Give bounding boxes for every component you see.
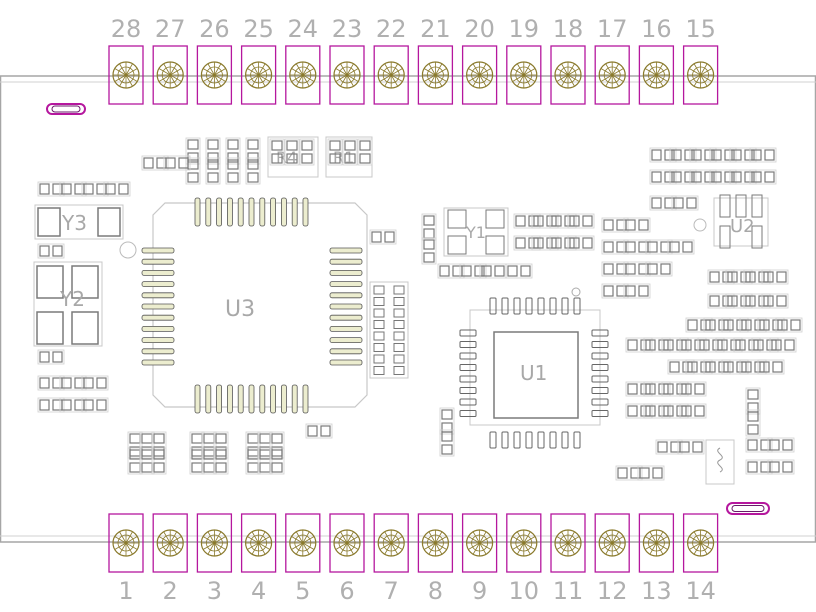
bottom-header-pad-4: 4 [240,513,277,605]
bottom-header-pin-number: 8 [428,577,443,605]
top-header-pad-23: 23 [329,15,365,105]
top-header-pad-21: 21 [417,15,454,105]
bottom-header-pin-number: 13 [641,577,672,605]
top-header-pin-number: 16 [641,15,672,43]
bottom-header-pin-number: 7 [384,577,399,605]
bottom-header-pin-number: 2 [163,577,178,605]
top-header-pad-20: 20 [461,15,498,105]
bottom-header-pin-number: 9 [472,577,487,605]
r1-resistor-array: R1 [325,136,373,178]
top-header-pin-number: 23 [332,15,363,43]
bottom-header-pad-2: 2 [152,513,188,605]
top-header-pad-28: 28 [108,15,144,105]
top-header-pin-number: 21 [420,15,451,43]
top-header-pin-number: 26 [199,15,230,43]
top-header-pin-number: 27 [155,15,186,43]
u3-label: U3 [225,297,255,322]
pin1-marker [119,241,137,259]
top-header-pin-number: 18 [553,15,584,43]
top-header-pad-24: 24 [285,15,321,105]
top-header-pad-19: 19 [506,15,542,105]
bottom-header-pad-7: 7 [373,513,409,605]
bottom-header-pin-number: 3 [207,577,222,605]
bottom-header-pad-9: 9 [461,513,498,605]
bottom-header-pin-number: 12 [597,577,628,605]
top-header-pad-27: 27 [152,15,188,105]
bottom-header-pin-number: 4 [251,577,266,605]
y3-label: Y3 [61,211,87,235]
bottom-header-pad-5: 5 [285,513,321,605]
top-header-pin-number: 20 [464,15,495,43]
bottom-header-pad-8: 8 [417,513,454,605]
top-header-pad-18: 18 [550,15,586,105]
top-header-pin-number: 19 [509,15,540,43]
top-header-row: 28 27 26 25 24 23 22 21 20 19 18 17 16 15 [108,15,719,105]
bottom-header-pad-13: 13 [638,513,675,605]
bottom-header-pad-12: 12 [594,513,630,605]
u1-label: U1 [520,361,547,385]
bottom-header-pad-3: 3 [196,513,233,605]
u1-qfn-package: U1 [459,287,609,449]
top-header-pin-number: 28 [111,15,142,43]
u2-package: U2 [693,194,769,249]
bottom-header-pad-14: 14 [682,513,719,605]
top-header-pad-17: 17 [594,15,630,105]
y2-crystal: Y2 [33,261,103,347]
bottom-header-pad-11: 11 [550,513,586,605]
bottom-header-pad-6: 6 [329,513,365,605]
y1-label: Y1 [465,223,486,242]
u3-qfp-package: U3 [119,197,368,414]
top-header-pin-number: 17 [597,15,628,43]
bottom-header-pin-number: 6 [339,577,354,605]
inductor [705,439,735,485]
top-header-pin-number: 15 [685,15,716,43]
bottom-header-pad-10: 10 [506,513,542,605]
y3-crystal: Y3 [34,204,124,240]
bottom-header-pad-1: 1 [108,513,144,605]
bottom-header-pin-number: 14 [685,577,716,605]
top-header-pad-16: 16 [638,15,675,105]
bottom-header-pin-number: 11 [553,577,584,605]
smd-passives [37,137,803,481]
top-header-pad-25: 25 [240,15,277,105]
top-header-pad-15: 15 [682,15,719,105]
top-header-pin-number: 24 [288,15,319,43]
top-header-pad-22: 22 [373,15,409,105]
bottom-header-pin-number: 5 [295,577,310,605]
top-header-pin-number: 25 [243,15,274,43]
bottom-header-pin-number: 1 [118,577,133,605]
r4-resistor-array: R4 [267,136,319,178]
bottom-header-pin-number: 10 [509,577,540,605]
y2-label: Y2 [59,287,85,311]
top-header-pin-number: 22 [376,15,407,43]
r1-label: R1 [333,148,354,167]
top-header-pad-26: 26 [196,15,233,105]
u2-label: U2 [730,216,755,237]
resistor-network-vertical [369,281,409,379]
mounting-slot-left [46,103,86,115]
y1-crystal: Y1 [443,207,509,257]
mounting-slot-right [726,502,770,515]
